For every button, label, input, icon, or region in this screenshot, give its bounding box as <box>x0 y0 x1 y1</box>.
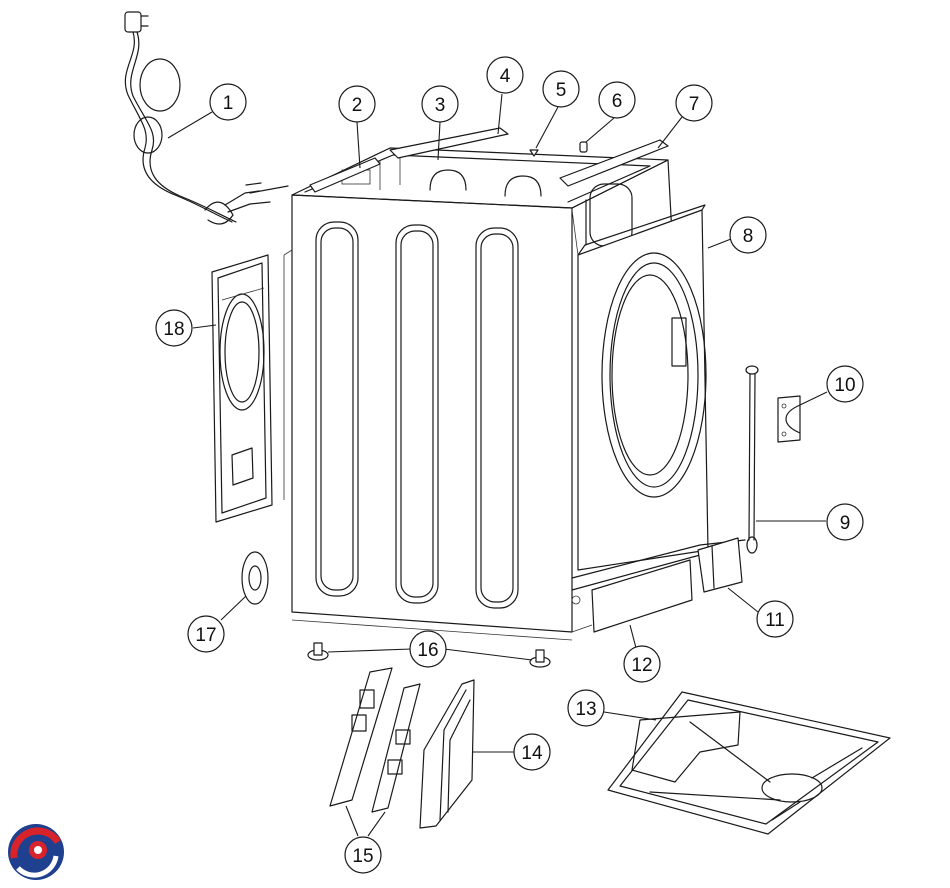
svg-text:7: 7 <box>689 94 700 115</box>
grommet-part <box>241 551 269 605</box>
callout-1: 1 <box>209 83 247 121</box>
bolt-part <box>579 141 588 153</box>
callout-12: 12 <box>623 645 661 683</box>
svg-text:12: 12 <box>631 655 652 676</box>
callout-11: 11 <box>756 600 794 638</box>
callout-8: 8 <box>729 216 767 254</box>
callout-17: 17 <box>187 615 225 653</box>
callout-3: 3 <box>421 85 459 123</box>
callout-18: 18 <box>155 309 193 347</box>
svg-text:5: 5 <box>556 80 567 101</box>
svg-text:6: 6 <box>612 91 623 112</box>
svg-text:11: 11 <box>765 610 785 631</box>
power-cord-part <box>124 11 289 225</box>
svg-text:4: 4 <box>500 66 511 87</box>
callout-5: 5 <box>542 70 580 108</box>
rear-panel-part <box>211 254 273 523</box>
svg-text:9: 9 <box>840 513 851 534</box>
cable-part <box>745 365 759 554</box>
svg-text:18: 18 <box>163 319 184 340</box>
side-bracket-part <box>697 537 743 593</box>
callout-7: 7 <box>675 84 713 122</box>
svg-text:14: 14 <box>521 743 543 764</box>
callout-14: 14 <box>513 733 551 771</box>
leader-lines <box>167 93 828 837</box>
svg-text:16: 16 <box>417 640 438 661</box>
callout-9: 9 <box>826 503 864 541</box>
base-tray-part <box>607 691 891 835</box>
svg-text:13: 13 <box>575 699 596 720</box>
callout-4: 4 <box>486 56 524 94</box>
callout-10: 10 <box>826 365 864 403</box>
callout-6: 6 <box>598 81 636 119</box>
brand-logo <box>8 824 64 880</box>
svg-text:17: 17 <box>195 625 216 646</box>
svg-text:10: 10 <box>834 375 855 396</box>
svg-text:15: 15 <box>352 846 373 867</box>
control-cover-part <box>419 679 475 829</box>
svg-text:8: 8 <box>743 226 754 247</box>
callout-16: 16 <box>409 630 447 668</box>
screw-part <box>529 149 539 157</box>
callout-2: 2 <box>338 85 376 123</box>
svg-text:3: 3 <box>435 95 446 116</box>
svg-text:1: 1 <box>223 93 234 114</box>
top-rail-part <box>309 127 669 193</box>
control-boards-part <box>329 667 421 813</box>
cabinet-side-panel <box>283 194 573 641</box>
callout-13: 13 <box>567 689 605 727</box>
callout-15: 15 <box>344 836 382 874</box>
feet-part <box>307 642 551 668</box>
clip-part <box>777 395 801 443</box>
svg-text:2: 2 <box>352 95 363 116</box>
front-panel-part <box>571 204 709 571</box>
